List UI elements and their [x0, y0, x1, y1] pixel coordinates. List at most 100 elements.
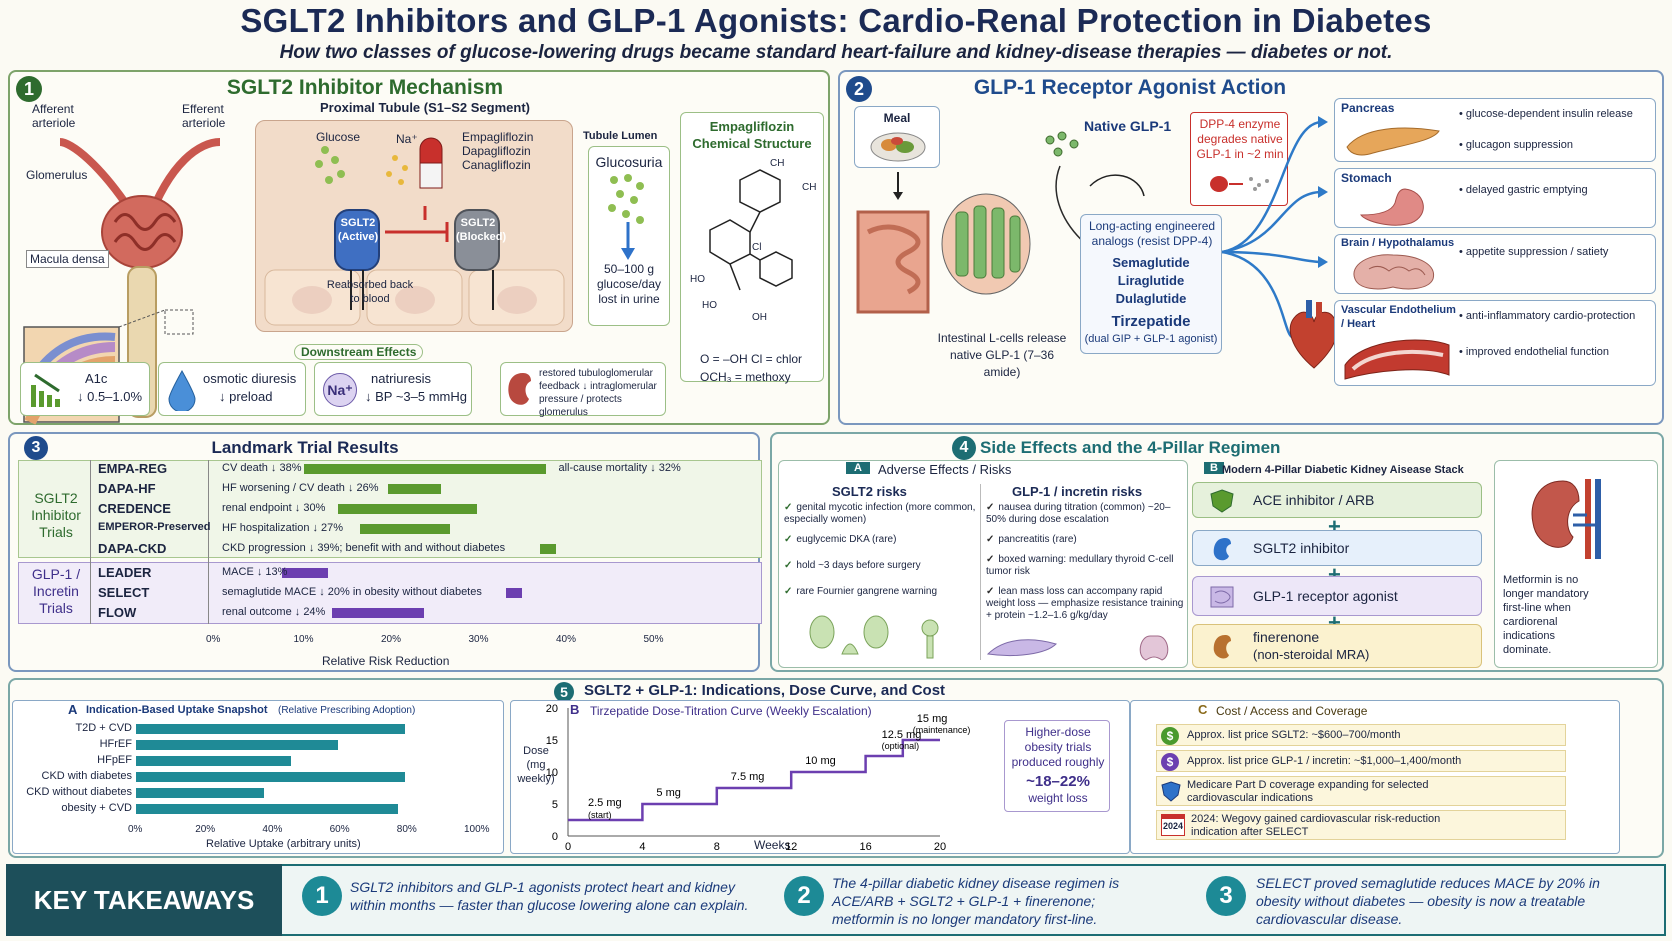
trial-name: EMPA-REG [98, 461, 168, 476]
effect-natriuresis: Na⁺ natriuresis ↓ BP ~3–5 mmHg [314, 362, 472, 416]
panel-title-glp1: GLP-1 Receptor Agonist Action [973, 76, 1287, 99]
glomerulus-label: Glomerulus [26, 168, 88, 182]
trial-bar [304, 464, 547, 474]
adverse-effects-box [778, 460, 1188, 668]
trial-result: MACE ↓ 13% [222, 566, 288, 578]
organ-vascular-point-2: • improved endothelial function [1459, 346, 1610, 358]
panel-glp1-action: 2 GLP-1 Receptor Agonist Action Meal Int… [838, 70, 1664, 425]
trial-result: CKD progression ↓ 39%; benefit with and … [222, 542, 506, 554]
trial-axis-tick: 40% [556, 634, 577, 645]
dose-step-label: 5 mg [656, 787, 680, 799]
trial-bar [539, 544, 556, 554]
kidney-icon [1213, 635, 1231, 659]
glp1-risk-text-1: nausea during titration (common) ~20–50%… [986, 502, 1171, 525]
dose-xlabel: Weeks [754, 838, 791, 852]
dose-x-tick: 8 [714, 841, 720, 853]
takeaway-number-2: 2 [784, 876, 824, 916]
sglt2-risk-text-3: hold ~3 days before surgery [796, 560, 921, 571]
takeaway-text-3: SELECT proved semaglutide reduces MACE b… [1256, 875, 1600, 927]
trial-bar [506, 588, 522, 598]
glucosuria-label: Glucosuria [595, 154, 663, 170]
macula-densa-label: Macula densa [26, 250, 109, 268]
glp1-trials-label: GLP-1 / Incretin Trials [31, 566, 81, 616]
chem-legend-1: O = –OH Cl = chlor [700, 352, 803, 366]
glucosuria-dots [608, 174, 644, 260]
dose-x-tick: 12 [785, 841, 797, 853]
dose-y-tick: 10 [546, 767, 558, 779]
takeaways-title: KEY TAKEAWAYS [6, 864, 282, 936]
effect-natriuresis-title: natriuresis [371, 371, 431, 386]
takeaways-bar [6, 864, 1666, 936]
kidney-icon [1213, 538, 1231, 561]
uptake-label-a: A [68, 702, 78, 717]
adverse-title: Adverse Effects / Risks [878, 462, 1012, 477]
dollar-icon: $ [1161, 753, 1179, 771]
uptake-bar [136, 804, 399, 814]
pillar-finerenone-name: finerenone [1253, 629, 1320, 645]
sglt2-blocked-label: SGLT2 (Blocked) [456, 217, 507, 243]
organ-brain-name: Brain / Hypothalamus [1341, 237, 1455, 249]
organ-pancreas-text-1: glucose-dependent insulin release [1465, 108, 1633, 120]
cost-text-4: 2024: Wegovy gained cardiovascular risk-… [1191, 813, 1441, 838]
organ-stomach: Stomach • delayed gastric emptying [1334, 168, 1656, 228]
effect-diuresis: osmotic diuresis ↓ preload [158, 362, 306, 416]
dollar-icon: $ [1161, 727, 1179, 745]
meal-label: Meal [883, 111, 911, 125]
chem-label-oh: OH [752, 312, 767, 323]
dose-step-label: (maintenance) [913, 725, 971, 735]
dose-x-tick: 16 [859, 841, 871, 853]
check-icon: ✓ [986, 534, 995, 545]
trial-name: DAPA-CKD [98, 541, 167, 556]
trial-axis-tick: 30% [468, 634, 489, 645]
obesity-callout: Higher-dose obesity trials produced roug… [1004, 720, 1110, 812]
section-number-4: 4 [952, 436, 976, 460]
page-subtitle: How two classes of glucose-lowering drug… [279, 42, 1393, 63]
trial-axis-tick: 50% [643, 634, 664, 645]
sglt2-risk-3: ✓hold ~3 days before surgery [784, 560, 978, 586]
panel-title-side-effects: Side Effects and the 4-Pillar Regimen [980, 438, 1281, 457]
organ-brain-point-1: • appetite suppression / satiety [1459, 246, 1609, 258]
trial-result: semaglutide MACE ↓ 20% in obesity withou… [222, 586, 482, 598]
sglt2-risk-text-4: rare Fournier gangrene warning [796, 586, 938, 597]
sglt2-active-label: SGLT2 (Active) [337, 217, 379, 243]
glp1-risk-list: ✓ nausea during titration (common) ~20–50… [986, 502, 1184, 622]
intestine-illustration [856, 172, 1031, 314]
dose-ylabel: Dose (mg weekly) [517, 745, 555, 785]
analog-dulaglutide: Dulaglutide [1115, 291, 1187, 306]
organ-vascular-text-1: anti-inflammatory cardio-protection [1465, 310, 1636, 322]
trial-divider-2 [208, 460, 209, 624]
dose-step-label: 7.5 mg [731, 771, 765, 783]
trial-bar [332, 608, 424, 618]
dose-x-tick: 4 [639, 841, 645, 853]
check-icon: ✓ [986, 554, 995, 565]
pillar-finerenone: finerenone (non-steroidal MRA) [1192, 624, 1482, 668]
organ-vascular-point-1: • anti-inflammatory cardio-protection [1459, 310, 1636, 322]
trial-extra: all-cause mortality ↓ 32% [558, 462, 681, 474]
adverse-label-a: A [846, 462, 870, 474]
tirzepatide-sub: (dual GIP + GLP-1 agonist) [1084, 333, 1218, 345]
uptake-title: Indication-Based Uptake Snapshot [86, 704, 268, 716]
obesity-callout-suffix: weight loss [1028, 791, 1088, 805]
blood-vessel-icon [1344, 339, 1450, 380]
pillar-ace-name: ACE inhibitor / ARB [1253, 492, 1375, 508]
brain-icon [1353, 254, 1434, 290]
glucose-label: Glucose [316, 130, 361, 144]
trial-name: DAPA-HF [98, 481, 156, 496]
chem-structure-drawing [709, 169, 793, 291]
organ-pancreas-name: Pancreas [1341, 101, 1395, 115]
glp1-risk-text-4: lean mass loss can accompany rapid weigh… [986, 586, 1184, 621]
glp1-risk-4: ✓lean mass loss can accompany rapid weig… [986, 586, 1184, 622]
effect-diuresis-value: ↓ preload [219, 389, 273, 404]
obesity-callout-value: ~18–22% [1026, 773, 1090, 790]
drug-dapagliflozin: Dapagliflozin [462, 144, 531, 158]
organ-brain-text-1: appetite suppression / satiety [1465, 246, 1609, 258]
shield-icon [1210, 489, 1234, 513]
organ-stomach-name: Stomach [1341, 171, 1392, 185]
drug-canagliflozin: Canagliflozin [462, 158, 531, 172]
organ-vascular: Vascular Endothelium / Heart • anti-infl… [1334, 300, 1656, 386]
dose-x-tick: 20 [934, 841, 946, 853]
dose-step-label: 10 mg [805, 755, 836, 767]
sglt2-risk-2: ✓euglycemic DKA (rare) [784, 534, 978, 560]
lcells-label: Intestinal L-cells release native GLP-1 … [937, 331, 1067, 379]
